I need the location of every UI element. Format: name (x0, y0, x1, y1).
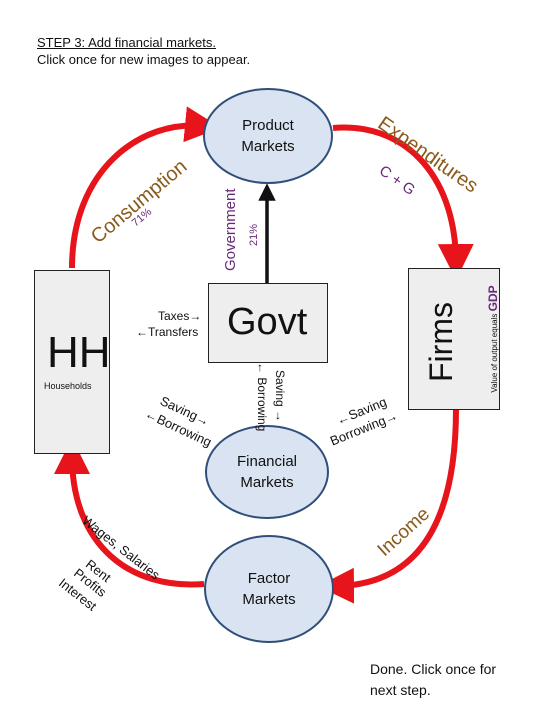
gdp-note: Value of output equals GDP (486, 271, 500, 407)
govt-box[interactable]: Govt (208, 283, 328, 363)
consumption-arrow (69, 106, 221, 269)
govt-saving-label: Saving → (273, 370, 287, 423)
financial-markets-line2: Markets (240, 474, 294, 491)
gdp-label: GDP (486, 285, 500, 312)
factor-markets-line2: Markets (242, 591, 296, 608)
financial-markets-line1: Financial (236, 453, 298, 470)
taxes-label: Taxes→ (158, 309, 202, 323)
hh-label: HH (47, 328, 111, 377)
firms-box[interactable] (408, 268, 500, 410)
done-message: Done. Click once for next step. (370, 659, 496, 701)
expenditures-arrow (332, 124, 474, 280)
done-line2: next step. (370, 682, 431, 698)
households-sublabel: Households (44, 381, 92, 391)
govt-borrowing-label: ← Borrowing (255, 362, 269, 432)
product-markets-line2: Markets (241, 138, 295, 155)
product-markets[interactable]: Product Markets (203, 88, 333, 184)
factor-markets[interactable]: Factor Markets (204, 535, 334, 643)
financial-markets[interactable]: Financial Markets (205, 425, 329, 519)
step-header: STEP 3: Add financial markets. Click onc… (37, 34, 250, 68)
step-instruction: Click once for new images to appear. (37, 52, 251, 67)
transfers-label: ←Transfers (136, 325, 199, 339)
income-arrow (318, 408, 459, 604)
step-title: STEP 3: Add financial markets. (37, 35, 216, 50)
wages-arrow (54, 438, 205, 588)
government-pct: 21% (248, 223, 260, 246)
government-label: Government (222, 188, 239, 271)
factor-markets-line1: Factor (247, 570, 291, 587)
households-box[interactable]: HH Households (34, 270, 111, 454)
product-markets-line1: Product (242, 117, 294, 134)
done-line1: Done. Click once for (370, 661, 497, 677)
govt-label: Govt (227, 301, 308, 343)
firms-label: Firms (423, 302, 459, 382)
gdp-note-text: Value of output equals (490, 313, 499, 393)
